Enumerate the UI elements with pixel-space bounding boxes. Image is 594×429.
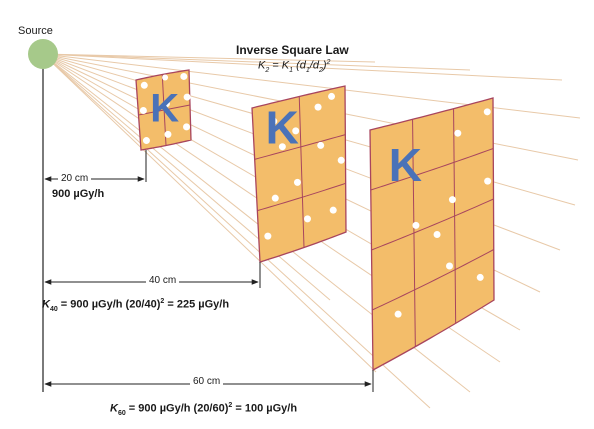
particle-dot: [446, 262, 454, 270]
panel-60cm: K: [369, 97, 495, 372]
grid-line: [254, 134, 346, 160]
particle-dot: [142, 137, 150, 145]
dose-label-40cm: K40 = 900 µGy/h (20/40)2 = 225 µGy/h: [42, 298, 230, 313]
particle-dot: [278, 143, 286, 151]
distance-label-40cm: 40 cm: [146, 276, 180, 286]
particle-dot: [183, 123, 191, 131]
particle-dot: [337, 156, 345, 164]
panel-40cm: K: [251, 85, 347, 263]
particle-dot: [476, 273, 484, 281]
ray-line: [42, 53, 377, 373]
particle-dot: [454, 129, 462, 137]
particle-dot: [448, 196, 456, 204]
panel-sheet: [369, 97, 495, 372]
particle-dot: [180, 72, 188, 80]
particle-dot: [412, 221, 420, 229]
distance-label-20cm: 20 cm: [58, 174, 92, 184]
grid-line: [257, 182, 346, 212]
dose-label-60cm: K60 = 900 µGy/h (20/60)2 = 100 µGy/h: [110, 402, 298, 417]
distance-label-60cm: 60 cm: [190, 377, 224, 387]
law-title: Inverse Square Law: [236, 43, 349, 57]
particle-dot: [329, 206, 337, 214]
source-icon: [28, 39, 58, 69]
particle-dot: [183, 93, 191, 101]
grid-line: [298, 96, 305, 248]
ray-line: [42, 53, 431, 409]
particle-dot: [292, 127, 300, 135]
law-formula: K2 = K1 (d1/d2)2: [258, 59, 331, 74]
ray-line: [42, 53, 376, 63]
grid-line: [372, 249, 494, 311]
particle-dot: [271, 194, 279, 202]
particle-dot: [317, 141, 325, 149]
particle-dot: [394, 310, 402, 318]
panel-sheet: [251, 85, 347, 263]
particle-dot: [293, 178, 301, 186]
source-label: Source: [18, 25, 53, 37]
particle-dot: [162, 100, 170, 108]
particle-dot: [140, 81, 148, 89]
ray-line: [42, 53, 331, 301]
particle-dot: [483, 108, 491, 116]
particle-dot: [264, 232, 272, 240]
dose-label-20cm: 900 µGy/h: [52, 188, 105, 200]
particle-dot: [303, 215, 311, 223]
particle-dot: [433, 230, 441, 238]
particle-dot: [164, 130, 172, 138]
particle-dot: [314, 103, 322, 111]
panel-20cm: K: [135, 69, 192, 151]
ray-line: [42, 53, 471, 71]
grid-line: [138, 104, 191, 116]
particle-dot: [270, 117, 278, 125]
panel-letter: K: [266, 102, 299, 154]
particle-dot: [328, 92, 336, 100]
particle-dot: [484, 177, 492, 185]
particle-dot: [139, 106, 147, 114]
panel-letter: K: [150, 86, 179, 130]
panel-letter: K: [389, 139, 422, 191]
ray-line: [42, 53, 563, 81]
grid-line: [371, 198, 494, 251]
particle-dot: [162, 74, 169, 81]
grid-line: [370, 148, 494, 191]
